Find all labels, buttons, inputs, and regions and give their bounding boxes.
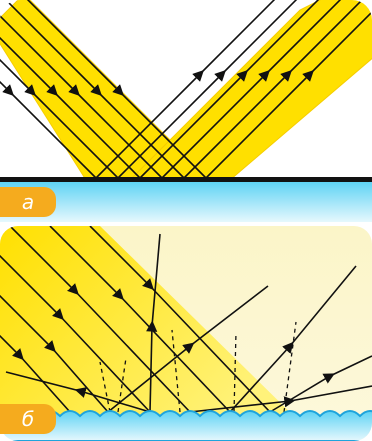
panel-b-diffuse-reflection: б (0, 226, 372, 441)
panel-a-specular-reflection: а (0, 0, 372, 222)
mirror-surface (0, 177, 372, 182)
label-a: а (0, 187, 56, 217)
specular-reflection-diagram (0, 0, 372, 222)
diffuse-reflection-diagram (0, 226, 372, 441)
label-b: б (0, 404, 56, 434)
